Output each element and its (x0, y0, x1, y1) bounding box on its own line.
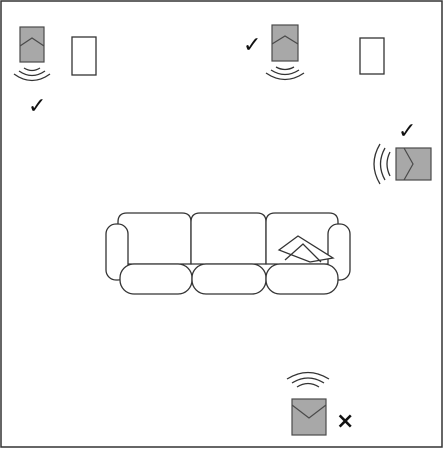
check-mark-front-center: ✓ (243, 33, 261, 58)
speaker-cone-icon (271, 35, 299, 45)
cross-mark-rear: × (336, 409, 354, 434)
sound-waves-down-icon (265, 66, 305, 81)
check-mark-front-left: ✓ (28, 94, 46, 119)
speaker-cone-icon (403, 147, 414, 181)
check-mark-right-side: ✓ (398, 119, 416, 144)
sofa-seat-cushion-left (119, 263, 193, 295)
speaker-cone-icon (19, 37, 45, 47)
speaker-cone-icon (291, 404, 327, 419)
sofa-pillow (277, 235, 335, 263)
speaker-rear: × (286, 371, 354, 436)
speaker-right-side: ✓ (373, 119, 432, 185)
sofa-icon (105, 212, 351, 295)
sofa-back-cushion-middle (190, 212, 267, 265)
speaker-icon (271, 24, 299, 62)
sound-waves-left-icon (373, 143, 391, 185)
sound-waves-up-icon (286, 371, 330, 388)
speaker-front-left: ✓ (13, 26, 51, 119)
sofa-seat-cushion-middle (191, 263, 267, 295)
sofa-arm-left (105, 223, 129, 281)
empty-rectangle-left-box (71, 36, 97, 76)
speaker-icon (291, 398, 327, 436)
speaker-icon (19, 26, 45, 63)
sofa-back-cushion-left (117, 212, 192, 265)
sound-waves-down-icon (13, 67, 51, 82)
sofa-pillow-fold (284, 243, 322, 263)
sofa-seat-cushion-right (265, 263, 339, 295)
empty-rectangle-center-box (359, 37, 385, 75)
sofa-arm-right (327, 223, 351, 281)
speaker-front-center: ✓ (243, 24, 305, 81)
